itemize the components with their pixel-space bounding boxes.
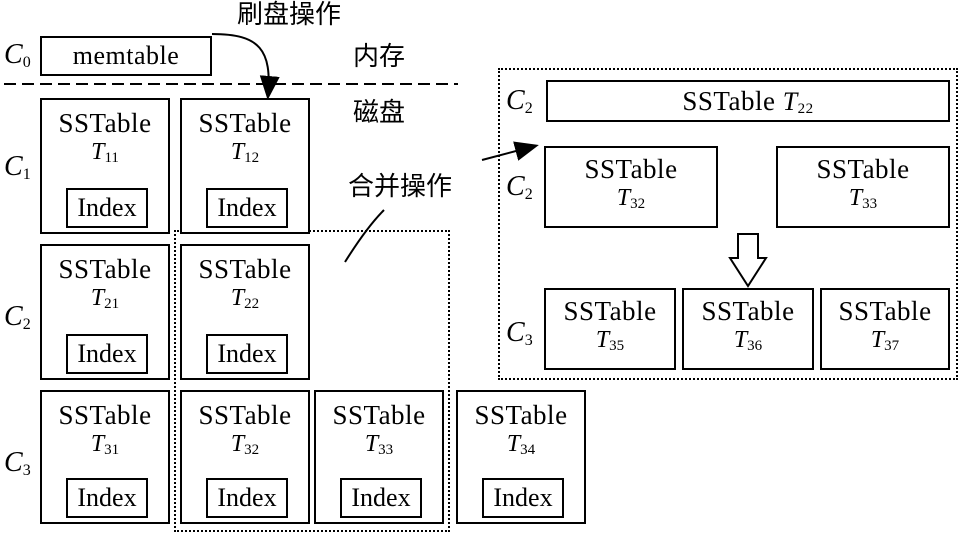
sstable-t11: SSTable T11 Index (40, 98, 170, 234)
index-box: Index (66, 188, 148, 228)
sstable-t22: SSTable T22 Index (180, 244, 310, 380)
table-name: T22 (782, 87, 814, 118)
table-name: T33 (364, 431, 394, 458)
sstable-label: SSTable (563, 296, 657, 326)
sstable-t22-result: SSTable T22 (546, 80, 950, 122)
merge-detail-panel (498, 68, 958, 380)
merge-arrow (481, 141, 539, 161)
table-name: T32 (230, 431, 260, 458)
down-hollow-arrow (728, 233, 768, 288)
sstable-label: SSTable (474, 400, 568, 430)
sstable-label: SSTable (816, 154, 910, 184)
sstable-t33: SSTable T33 Index (314, 390, 444, 524)
index-box: Index (206, 478, 288, 518)
memory-label: 内存 (353, 42, 406, 72)
level-label-c0: C0 (4, 39, 31, 72)
index-box: Index (66, 334, 148, 374)
sstable-t36-panel: SSTable T36 (682, 288, 814, 370)
sstable-label: SSTable (58, 108, 152, 138)
table-name: T33 (848, 185, 878, 212)
table-name: T12 (230, 139, 260, 166)
table-name: T32 (616, 185, 646, 212)
sstable-label: SSTable (332, 400, 426, 430)
flush-arrow (211, 33, 280, 100)
index-box: Index (340, 478, 422, 518)
index-box: Index (66, 478, 148, 518)
merge-label: 合并操作 (348, 172, 453, 202)
sstable-label: SSTable (584, 154, 678, 184)
panel-level-label-c2-top: C2 (506, 85, 533, 118)
table-name: T22 (230, 285, 260, 312)
sstable-label: SSTable (198, 400, 292, 430)
table-name: T21 (90, 285, 120, 312)
index-box: Index (206, 188, 288, 228)
table-name: T31 (90, 431, 120, 458)
level-label-c3: C3 (4, 447, 31, 480)
sstable-t21: SSTable T21 Index (40, 244, 170, 380)
sstable-label: SSTable (198, 254, 292, 284)
sstable-t32-panel: SSTable T32 (544, 146, 718, 228)
sstable-t35-panel: SSTable T35 (544, 288, 676, 370)
disk-label: 磁盘 (353, 98, 406, 128)
table-name: T37 (870, 327, 900, 354)
level-label-c2: C2 (4, 301, 31, 334)
sstable-t37-panel: SSTable T37 (820, 288, 950, 370)
sstable-label: SSTable (58, 400, 152, 430)
merge-region-left (174, 230, 450, 532)
memtable-box: memtable (40, 36, 212, 76)
table-name: T11 (91, 139, 119, 166)
memtable-label: memtable (72, 41, 180, 70)
sstable-label: SSTable (838, 296, 932, 326)
sstable-label: SSTable (58, 254, 152, 284)
sstable-t33-panel: SSTable T33 (776, 146, 950, 228)
table-name: T35 (595, 327, 625, 354)
panel-level-label-c2: C2 (506, 171, 533, 204)
table-name: T34 (506, 431, 536, 458)
flush-label: 刷盘操作 (237, 0, 342, 30)
sstable-t34: SSTable T34 Index (456, 390, 586, 524)
sstable-t22-result-label: SSTable T22 (682, 86, 814, 118)
sstable-label: SSTable (701, 296, 795, 326)
sstable-label: SSTable (198, 108, 292, 138)
level-label-c1: C1 (4, 151, 31, 184)
panel-level-label-c3: C3 (506, 317, 533, 350)
sstable-t31: SSTable T31 Index (40, 390, 170, 524)
table-name: T36 (733, 327, 763, 354)
sstable-t12: SSTable T12 Index (180, 98, 310, 234)
index-box: Index (482, 478, 564, 518)
sstable-t32: SSTable T32 Index (180, 390, 310, 524)
index-box: Index (206, 334, 288, 374)
